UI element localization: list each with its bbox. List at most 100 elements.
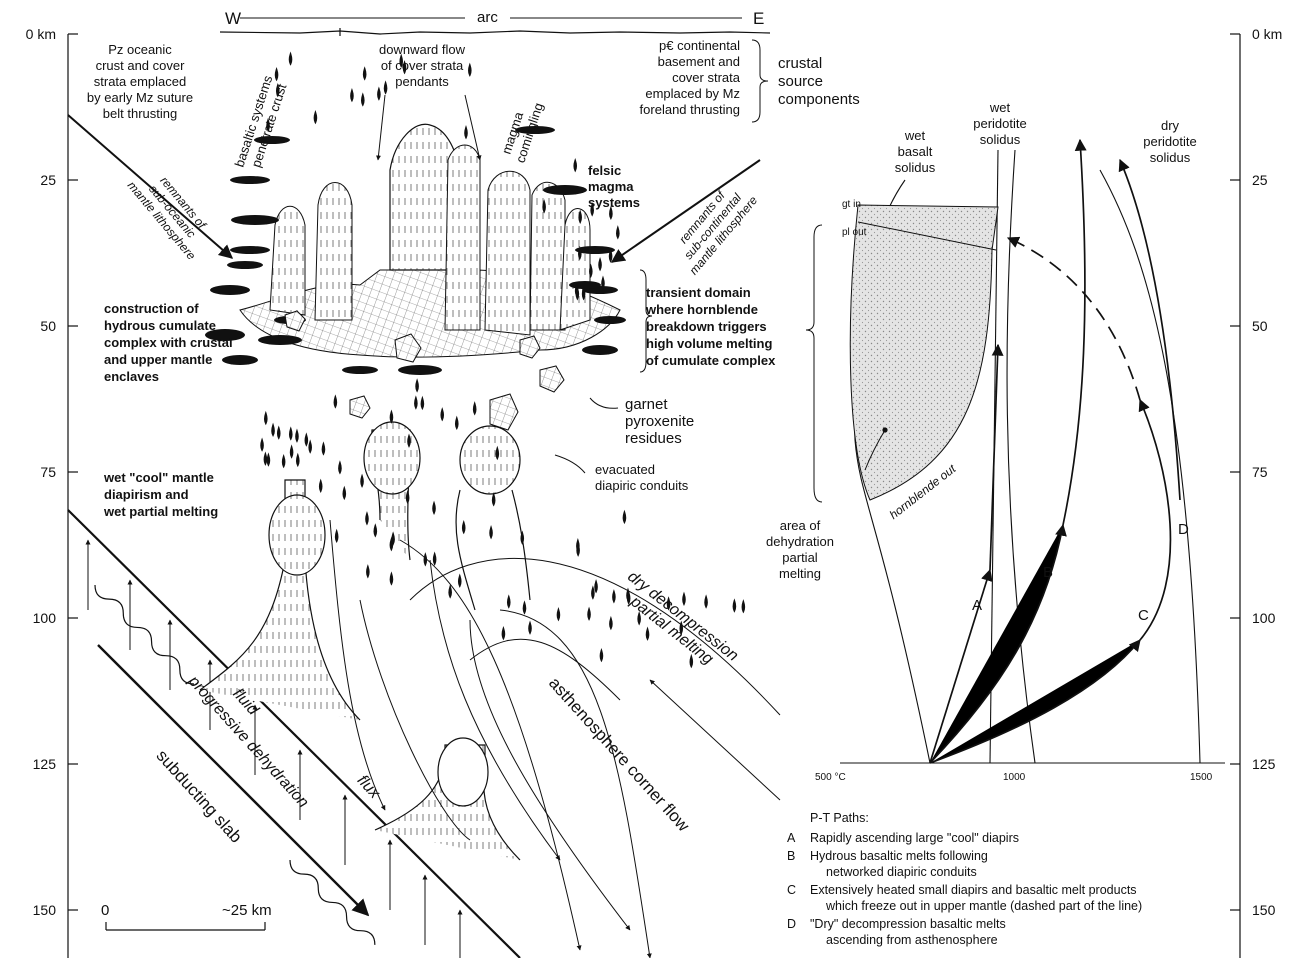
- melt-drop: [424, 555, 426, 565]
- melt-drop: [557, 610, 559, 620]
- svg-text:diapirism and: diapirism and: [104, 487, 189, 502]
- scale-25-label: ~25 km: [222, 902, 272, 919]
- melt-drop: [733, 601, 735, 611]
- melt-drop: [592, 588, 594, 598]
- felsic-label: felsic magma systems: [588, 163, 640, 210]
- wet-cool-label: wet "cool" mantle diapirism and wet part…: [103, 470, 218, 519]
- x-tick-1500: 1500: [1190, 772, 1213, 783]
- melt-drop: [683, 594, 685, 604]
- svg-text:"Dry" decompression basaltic m: "Dry" decompression basaltic melts: [810, 917, 1006, 931]
- melt-drop: [351, 91, 353, 101]
- melt-drop: [433, 503, 435, 513]
- svg-text:solidus: solidus: [1150, 150, 1191, 165]
- depth-tick-label: 0 km: [1252, 26, 1282, 42]
- melt-drop: [408, 436, 410, 446]
- svg-text:by early Mz suture: by early Mz suture: [87, 90, 193, 105]
- svg-text:source: source: [778, 73, 823, 90]
- subducting-label: subducting slab: [153, 746, 246, 847]
- svg-text:residues: residues: [625, 430, 682, 447]
- svg-text:dehydration: dehydration: [766, 534, 834, 549]
- svg-text:crustal: crustal: [778, 55, 822, 72]
- melt-drop: [602, 278, 604, 288]
- melt-drop: [407, 492, 409, 502]
- x-tick-1000: 1000: [1003, 772, 1026, 783]
- svg-text:A: A: [787, 831, 796, 845]
- melt-drop: [272, 425, 274, 435]
- melt-drop: [690, 656, 692, 666]
- melt-drop: [283, 457, 285, 467]
- svg-text:wet partial melting: wet partial melting: [103, 504, 218, 519]
- pc-basement-label: p€ continental basement and cover strata…: [640, 38, 768, 122]
- surface-line: W arc E: [220, 9, 770, 36]
- svg-text:C: C: [787, 883, 796, 897]
- melt-drop: [314, 113, 316, 123]
- svg-text:Pz oceanic: Pz oceanic: [108, 42, 172, 57]
- melt-drop: [576, 289, 578, 299]
- svg-text:basalt: basalt: [898, 144, 933, 159]
- garnet-label: garnet pyroxenite residues: [590, 396, 694, 447]
- svg-text:dry: dry: [1161, 118, 1180, 133]
- melt-drop: [305, 435, 307, 445]
- svg-text:networked diapiric conduits: networked diapiric conduits: [826, 865, 977, 879]
- melt-drop: [421, 398, 423, 408]
- svg-text:diapiric conduits: diapiric conduits: [595, 478, 689, 493]
- wet-peridotite-label: wet peridotite solidus: [973, 100, 1026, 147]
- melt-drop: [705, 597, 707, 607]
- melt-drop: [610, 618, 612, 628]
- evacuated-label: evacuated diapiric conduits: [555, 455, 689, 493]
- svg-text:solidus: solidus: [895, 160, 936, 175]
- crustal-source-label: crustal source components: [778, 55, 860, 108]
- svg-text:D: D: [787, 917, 796, 931]
- svg-text:downward flow: downward flow: [379, 42, 466, 57]
- melt-drop: [459, 576, 461, 586]
- svg-text:basement and: basement and: [658, 54, 740, 69]
- depth-tick-label: 25: [1252, 172, 1268, 188]
- melt-drop: [390, 412, 392, 422]
- melt-drop: [623, 512, 625, 522]
- melt-drop: [309, 442, 311, 452]
- melt-drop: [574, 161, 576, 171]
- melt-drop: [599, 260, 601, 270]
- melt-drop: [261, 440, 263, 450]
- melt-drop: [490, 528, 492, 538]
- melt-drop: [579, 212, 581, 222]
- melt-drop: [364, 69, 366, 79]
- melt-drop: [290, 429, 292, 439]
- melt-drop: [588, 609, 590, 619]
- depth-tick-label: 100: [33, 610, 57, 626]
- melt-drop: [647, 629, 649, 639]
- melt-drop: [613, 592, 615, 602]
- melt-drop: [392, 534, 394, 544]
- melt-drop: [529, 623, 531, 633]
- svg-text:foreland thrusting: foreland thrusting: [640, 102, 740, 117]
- melt-drop: [742, 602, 744, 612]
- melt-drop: [374, 526, 376, 536]
- svg-text:Rapidly ascending large "cool": Rapidly ascending large "cool" diapirs: [810, 831, 1019, 845]
- svg-text:garnet: garnet: [625, 396, 668, 413]
- melt-drop: [278, 428, 280, 438]
- corner-flow-arrows: [330, 520, 780, 958]
- melt-drop: [361, 476, 363, 486]
- depth-tick-label: 125: [33, 756, 57, 772]
- arc-label: arc: [477, 9, 498, 26]
- svg-text:belt thrusting: belt thrusting: [103, 106, 177, 121]
- melt-drop: [463, 522, 465, 532]
- svg-text:crust and cover: crust and cover: [96, 58, 186, 73]
- svg-text:peridotite: peridotite: [973, 116, 1026, 131]
- melt-drop: [265, 413, 267, 423]
- svg-text:wet "cool" mantle: wet "cool" mantle: [103, 470, 214, 485]
- svg-text:systems: systems: [588, 195, 640, 210]
- melt-drop: [465, 128, 467, 138]
- melt-drop: [336, 531, 338, 541]
- x-tick-500: 500 °C: [815, 772, 846, 783]
- depth-tick-label: 0 km: [26, 26, 56, 42]
- melt-drop: [378, 89, 380, 99]
- transient-label: transient domain where hornblende breakd…: [640, 270, 776, 372]
- path-c-label: C: [1138, 607, 1149, 624]
- melt-drop: [595, 582, 597, 592]
- svg-text:transient domain: transient domain: [646, 285, 751, 300]
- svg-text:pyroxenite: pyroxenite: [625, 413, 694, 430]
- asthenosphere-label: asthenosphere corner flow: [545, 674, 694, 836]
